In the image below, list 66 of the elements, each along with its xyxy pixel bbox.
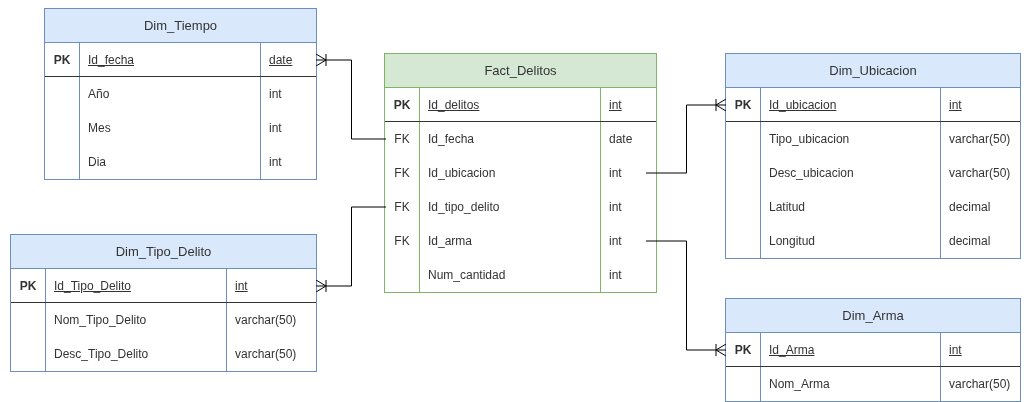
data-type: int: [608, 199, 623, 216]
table-row: [726, 88, 1020, 122]
data-type: int: [608, 267, 623, 284]
data-type: decimal: [948, 199, 992, 216]
table-row: [385, 88, 656, 122]
column-name: Id_delitos: [419, 88, 601, 121]
column-name: Id_Arma: [760, 333, 941, 366]
column-name: Id_arma: [419, 224, 601, 258]
data-type: int: [268, 86, 283, 103]
key-label: FK: [393, 233, 411, 250]
column-name: Desc_ubicacion: [760, 156, 941, 190]
key-label: PK: [733, 97, 753, 114]
data-type: int: [234, 278, 249, 295]
table-title: Dim_Tipo_Delito: [11, 235, 316, 269]
data-type: varchar(50): [948, 376, 1012, 393]
column-name: Año: [79, 77, 261, 111]
key-label: PK: [18, 278, 38, 295]
data-type: int: [948, 97, 963, 114]
table-title: Dim_Arma: [726, 299, 1020, 333]
key-label: PK: [52, 52, 72, 69]
data-type: int: [608, 233, 623, 250]
table-row: [45, 43, 316, 77]
data-type: varchar(50): [948, 165, 1012, 182]
key-label: PK: [733, 342, 753, 359]
table-row: [726, 333, 1020, 367]
data-type: int: [268, 154, 283, 171]
data-type: int: [608, 165, 623, 182]
data-type: int: [268, 120, 283, 137]
column-name: Id_ubicacion: [760, 88, 941, 121]
entity-table: [10, 234, 317, 372]
relationship-line: [645, 98, 727, 174]
table-title: Fact_Delitos: [385, 54, 656, 88]
data-type: decimal: [948, 233, 992, 250]
column-name: Id_ubicacion: [419, 156, 601, 190]
relationship-line: [645, 240, 727, 357]
column-name: Nom_Arma: [760, 367, 941, 401]
entity-table: [384, 53, 657, 293]
column-name: Tipo_ubicacion: [760, 122, 941, 156]
entity-table: [44, 8, 317, 180]
column-name: Desc_Tipo_Delito: [45, 337, 227, 371]
table-title: Dim_Tiempo: [45, 9, 316, 43]
key-label: PK: [392, 97, 412, 114]
column-name: Id_Tipo_Delito: [45, 269, 227, 302]
entity-table: [725, 53, 1021, 259]
table-row: [11, 269, 316, 303]
column-name: Id_tipo_delito: [419, 190, 601, 224]
data-type: date: [268, 52, 294, 69]
data-type: varchar(50): [234, 312, 298, 329]
key-label: FK: [393, 165, 411, 182]
column-name: Id_fecha: [419, 122, 601, 156]
key-label: FK: [393, 131, 411, 148]
column-name: Latitud: [760, 190, 941, 224]
column-name: Longitud: [760, 224, 941, 258]
table-title: Dim_Ubicacion: [726, 54, 1020, 88]
column-name: Nom_Tipo_Delito: [45, 303, 227, 337]
column-name: Dia: [79, 145, 261, 179]
data-type: date: [608, 131, 634, 148]
entity-table: [725, 298, 1021, 402]
data-type: varchar(50): [234, 346, 298, 363]
data-type: varchar(50): [948, 131, 1012, 148]
column-name: Id_fecha: [79, 43, 261, 76]
column-name: Mes: [79, 111, 261, 145]
data-type: int: [948, 342, 963, 359]
column-name: Num_cantidad: [419, 258, 601, 292]
key-label: FK: [393, 199, 411, 216]
data-type: int: [608, 97, 623, 114]
